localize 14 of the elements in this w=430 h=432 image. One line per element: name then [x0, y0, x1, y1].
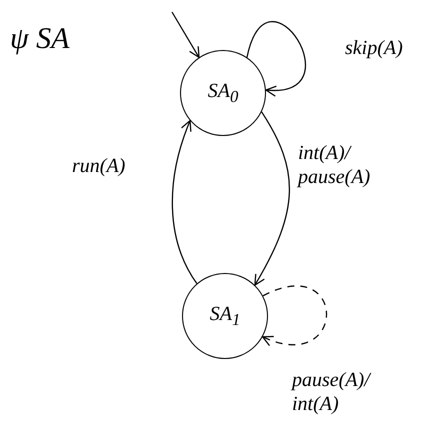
self-loop-arrow — [262, 286, 328, 346]
state-circle — [180, 50, 266, 136]
arrow — [171, 12, 200, 58]
edge-label: run(A) — [72, 154, 126, 178]
state-label: SA$_{1}$ — [210, 302, 240, 330]
arrow — [172, 120, 198, 284]
diagram-title: ψ SA — [10, 22, 70, 56]
state-label: SA$_{0}$ — [208, 80, 238, 106]
edge-label: skip(A) — [345, 36, 403, 60]
self-loop-arrow — [246, 21, 306, 96]
edge-label: int(A)/ pause(A) — [298, 141, 372, 189]
state-circle — [182, 273, 268, 359]
edge-label: pause(A)/ int(A) — [292, 368, 372, 416]
arrow — [254, 111, 290, 286]
